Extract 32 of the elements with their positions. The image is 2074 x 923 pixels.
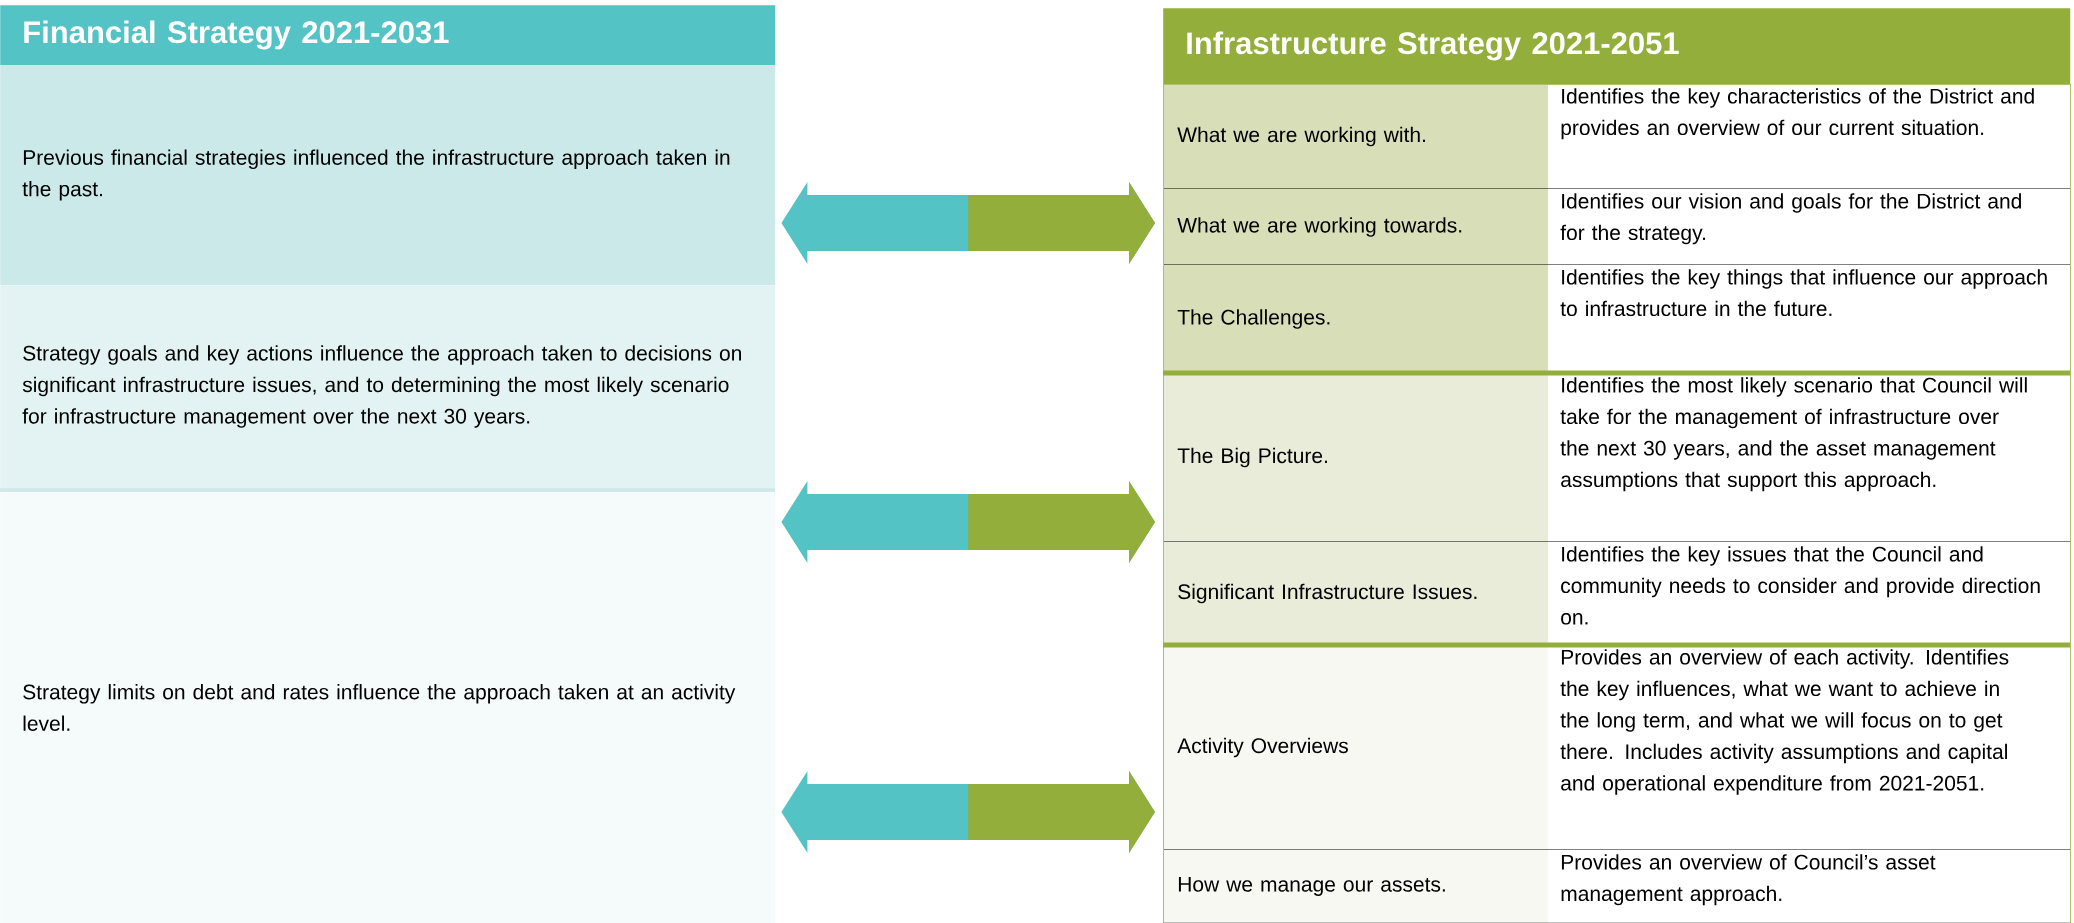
double-arrow	[781, 771, 1155, 853]
node-label: Significant Infrastructure Issues.	[1178, 583, 1477, 604]
node-label: Identifies the key things that influence our approach to infrastructure in the future.	[1560, 269, 2047, 317]
node-label: What we are working towards.	[1177, 217, 1462, 237]
node-label: How we manage our assets.	[1178, 877, 1445, 896]
header-band: Infrastructure Strategy 2021-2051	[1163, 8, 2071, 85]
node-label: Provides an overview of each activity. Identifies the key influences, what we want to achieve in the long term, and what we will focus on to get there. Includes activity assumptions and capital and operational expenditure from 2021-2051.	[1560, 649, 2009, 795]
header-band: Financial Strategy 2021-2031	[0, 5, 776, 66]
table-row: How we manage our assets. Provides an overview of Council’s asset management approach.	[1162, 850, 2071, 923]
node-label: Activity Overviews	[1177, 737, 1348, 758]
node-label: What we are working with.	[1177, 126, 1425, 147]
table-row: The Big Picture. Identifies the most likely scenario that Council will take for the management of infrastructure over the next 30 years, and the asset management assumptions that support this approach.	[1162, 373, 2071, 543]
node-label: Identifies the most likely scenario that Council will take for the management of infrastructure over the next 30 years, and the asset management assumptions that support this approach.	[1560, 377, 2027, 492]
double-arrow	[781, 481, 1155, 563]
strategy-box: Strategy limits on debt and rates influence the approach taken at an activity level.	[0, 492, 776, 923]
strategy-box: Strategy goals and key actions influence the approach taken to decisions on significant infrastructure issues, and to determining the most likely scenario for infrastructure management over the next 30 years.	[0, 285, 776, 489]
table-row: What we are working with. Identifies the key characteristics of the District and provides an overview of our current situation.	[1162, 84, 2071, 190]
node-label: Provides an overview of Council’s asset management approach.	[1561, 854, 1936, 906]
table-row: The Challenges. Identifies the key things that influence our approach to infrastructure in the future.	[1162, 265, 2071, 374]
node-label: The Big Picture.	[1177, 447, 1327, 468]
node-label: Identifies the key characteristics of the District and provides an overview of our current situation.	[1561, 88, 2034, 140]
row-group	[1163, 642, 2071, 923]
strategy-box: Previous financial strategies influenced the infrastructure approach taken in the past.	[0, 65, 776, 286]
table-row: Significant Infrastructure Issues. Identifies the key issues that the Council and community needs to consider and provide direction on.	[1162, 542, 2071, 646]
double-arrow	[781, 182, 1155, 264]
node-label: The Challenges.	[1177, 309, 1330, 329]
node-label: Identifies our vision and goals for the District and for the strategy.	[1560, 193, 2021, 245]
row-group	[1163, 84, 2071, 374]
node-label: Identifies the key issues that the Council and community needs to consider and provide direction on.	[1561, 546, 2040, 625]
table-row: Activity Overviews Provides an overview of each activity. Identifies the key influences, what we want to achieve in the long term, and what we will focus on to get there. Includes activity assumptions and capital and operational expenditure from 2021-2051.	[1162, 645, 2071, 851]
table-row: What we are working towards. Identifies our vision and goals for the District and for the strategy.	[1162, 189, 2071, 266]
row-group	[1163, 370, 2071, 646]
